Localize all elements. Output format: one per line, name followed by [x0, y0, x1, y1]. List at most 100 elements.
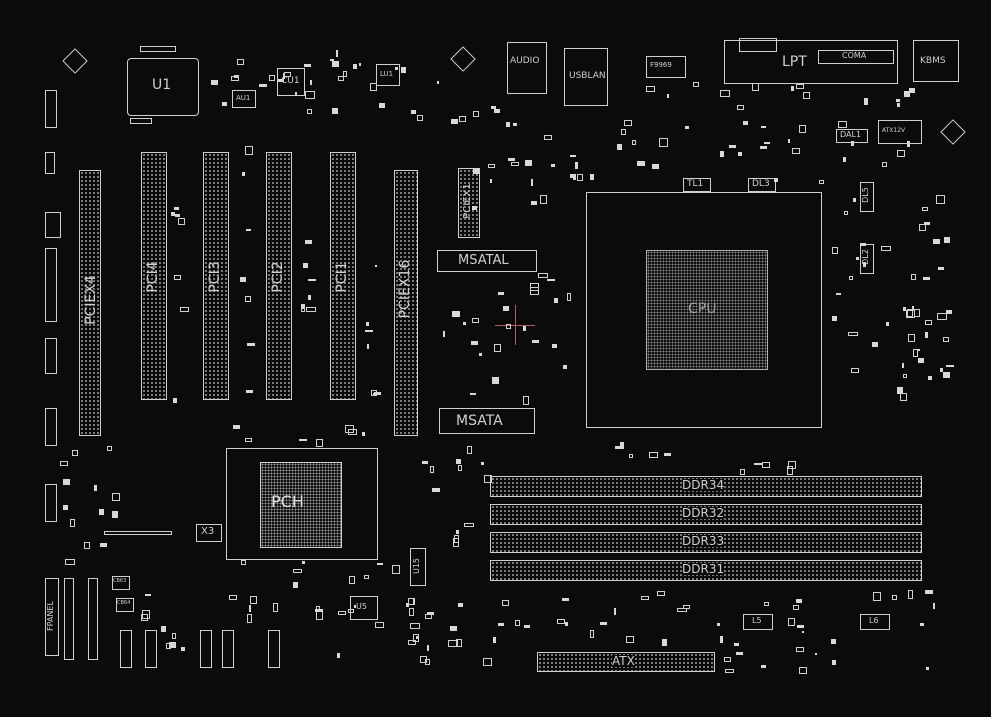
smd-pad	[734, 643, 739, 646]
smd-pad	[860, 243, 866, 246]
smd-pad	[908, 334, 915, 342]
l5-label: L5	[752, 616, 762, 625]
bottom-header-2[interactable]	[145, 630, 157, 668]
diamond-chip-left[interactable]	[62, 48, 88, 74]
left-header-2[interactable]	[45, 152, 55, 174]
smd-pad	[72, 450, 78, 456]
smd-pad	[473, 111, 479, 117]
smd-pad	[762, 462, 770, 468]
lpt-connector[interactable]	[724, 40, 898, 84]
smd-pad	[491, 106, 496, 109]
pciex1-slot[interactable]	[458, 168, 480, 238]
smd-pad	[180, 307, 189, 312]
pci1-slot[interactable]	[330, 152, 356, 400]
smd-pad	[657, 591, 665, 596]
smd-pad	[919, 224, 926, 231]
left-header-7[interactable]	[45, 484, 57, 522]
pciex16-slot[interactable]	[394, 170, 418, 436]
dl5-chip[interactable]	[860, 182, 874, 212]
smd-pad	[720, 636, 723, 643]
smd-pad	[112, 511, 118, 518]
pci4-slot[interactable]	[141, 152, 167, 400]
fpanel-header[interactable]	[45, 578, 59, 656]
smd-pad	[247, 343, 255, 346]
cu1-chip[interactable]	[277, 68, 305, 96]
smd-pad	[493, 637, 496, 643]
pch-line	[104, 531, 172, 535]
smd-pad	[406, 603, 409, 607]
smd-pad	[316, 611, 323, 620]
u1-chip[interactable]	[127, 58, 199, 116]
bottom-header-6[interactable]	[64, 578, 74, 660]
smd-pad	[946, 310, 952, 314]
x3-label: X3	[201, 526, 215, 537]
smd-pad	[141, 614, 148, 621]
atx12v-connector[interactable]	[878, 120, 922, 144]
smd-pad	[273, 603, 278, 612]
left-header-3[interactable]	[45, 212, 61, 238]
l5-inductor[interactable]	[743, 614, 773, 630]
smd-pad	[637, 161, 645, 166]
smd-pad	[345, 425, 354, 433]
diamond-chip-mid[interactable]	[450, 46, 476, 72]
tl1-label: TL1	[687, 179, 704, 189]
smd-pad	[573, 177, 576, 180]
coma-header[interactable]	[818, 50, 894, 64]
bottom-header-7[interactable]	[88, 578, 98, 660]
smd-pad	[305, 240, 312, 244]
smd-pad	[240, 277, 246, 282]
dl2-chip[interactable]	[860, 244, 874, 274]
au1-chip[interactable]	[232, 90, 256, 108]
smd-pad	[667, 94, 669, 98]
smd-pad	[63, 505, 68, 510]
smd-pad	[523, 326, 526, 331]
smd-pad	[307, 109, 312, 114]
tl1-chip[interactable]	[683, 178, 711, 192]
smd-pad	[892, 595, 897, 600]
bottom-header-5[interactable]	[268, 630, 280, 668]
pch-chip[interactable]	[260, 462, 342, 548]
smd-pad	[305, 91, 315, 99]
diamond-chip-right[interactable]	[940, 119, 966, 145]
atx12v-label: ATX12V	[882, 127, 906, 134]
bottom-header-1[interactable]	[120, 630, 132, 668]
left-header-5[interactable]	[45, 338, 57, 374]
lu1-chip[interactable]	[376, 64, 400, 86]
left-header-6[interactable]	[45, 408, 57, 446]
cb63-cap[interactable]	[112, 576, 130, 590]
l6-inductor[interactable]	[860, 614, 890, 630]
u5-chip[interactable]	[350, 596, 378, 620]
dl5-label: DL5	[861, 187, 870, 203]
pci2-slot[interactable]	[266, 152, 292, 400]
smd-pad	[570, 174, 576, 178]
kbms-connector[interactable]	[913, 40, 959, 82]
smd-pad	[65, 559, 75, 565]
left-header-1[interactable]	[45, 90, 57, 128]
smd-pad	[943, 372, 950, 378]
f9969-chip[interactable]	[646, 56, 686, 78]
usblan-connector[interactable]	[564, 48, 608, 106]
bottom-header-4[interactable]	[222, 630, 234, 668]
dl3-chip[interactable]	[748, 178, 776, 192]
dl3-label: DL3	[752, 179, 770, 189]
audio-connector[interactable]	[507, 42, 547, 94]
cb64-cap[interactable]	[116, 598, 134, 612]
smd-pad	[443, 331, 445, 337]
smd-pad	[259, 84, 267, 87]
cu1-label: CU1	[281, 76, 300, 86]
smd-pad	[936, 195, 945, 204]
smd-pad	[832, 660, 836, 665]
dal1-label: DAL1	[840, 130, 862, 139]
bottom-header-3[interactable]	[200, 630, 212, 668]
left-header-4[interactable]	[45, 248, 57, 322]
smd-pad	[269, 75, 275, 81]
x3-crystal[interactable]	[196, 524, 222, 542]
pciex4-slot[interactable]	[79, 170, 101, 436]
msata-connector[interactable]	[439, 408, 535, 434]
u15-chip[interactable]	[410, 548, 426, 586]
smd-pad	[848, 332, 858, 336]
msatal-connector[interactable]	[437, 250, 537, 272]
pci3-slot[interactable]	[203, 152, 229, 400]
smd-pad	[774, 178, 778, 182]
cpu-socket[interactable]	[586, 192, 822, 428]
